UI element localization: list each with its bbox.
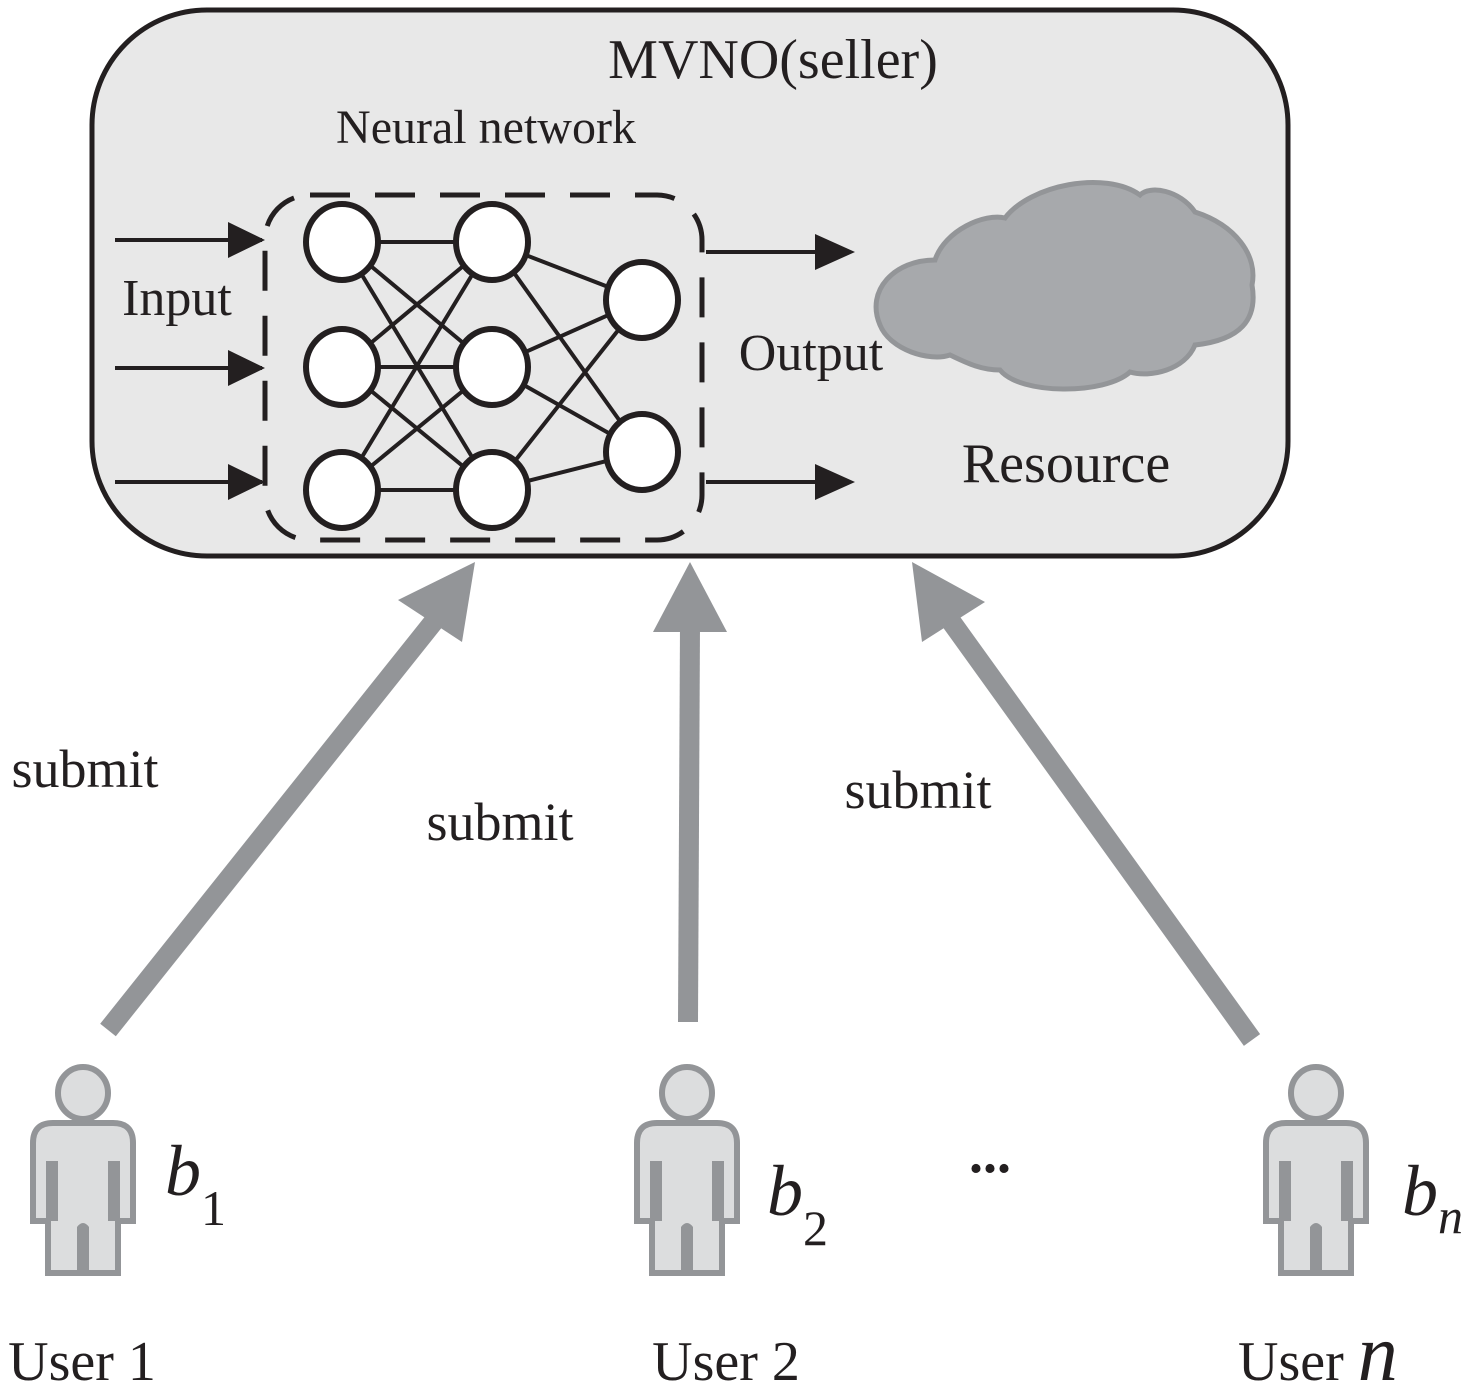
person-head — [659, 1064, 715, 1122]
person-icon — [634, 1064, 740, 1276]
person-leg-gap — [1310, 1223, 1322, 1273]
bid-sub-n: n — [1438, 1188, 1463, 1244]
output-arrowhead-2 — [815, 464, 855, 500]
bid-label-user-2: b2 — [767, 1151, 828, 1256]
person-arm-left — [1279, 1161, 1291, 1221]
submit-arrowhead-user-n — [912, 562, 985, 642]
neuron-node-layer-2 — [453, 201, 531, 283]
input-arrowhead-3 — [228, 464, 265, 500]
person-arm-right — [712, 1161, 724, 1221]
person-head — [55, 1064, 111, 1122]
output-arrows — [706, 234, 855, 500]
neuron-node-layer-2 — [453, 449, 531, 531]
submit-arrow-user-1 — [100, 613, 443, 1037]
person-body — [30, 1120, 136, 1276]
neuron-node-layer-1 — [303, 326, 381, 408]
resource-label: Resource — [962, 433, 1170, 495]
submit-arrow-user-2 — [678, 624, 700, 1023]
person-body — [1263, 1120, 1369, 1276]
submit-arrow-user-n — [941, 614, 1261, 1046]
submit-arrows — [100, 562, 1261, 1046]
network-edge — [490, 298, 644, 492]
network-edge — [340, 240, 494, 492]
input-label: Input — [122, 270, 232, 327]
bid-base-n: b — [1402, 1151, 1438, 1231]
bid-sub-1: 1 — [201, 1180, 226, 1236]
output-arrowhead-1 — [815, 234, 855, 270]
bid-base-1: b — [165, 1131, 201, 1211]
person-icon — [1263, 1064, 1369, 1276]
mvno-title: MVNO(seller) — [608, 29, 938, 91]
submit-label-3: submit — [844, 760, 991, 820]
person-arm-right — [108, 1161, 120, 1221]
users — [30, 1064, 1369, 1276]
bid-label-user-n: bn — [1402, 1151, 1463, 1244]
neural-network-label: Neural network — [336, 101, 636, 154]
user-name-2: User 2 — [652, 1331, 800, 1392]
user-name-1: User 1 — [8, 1331, 156, 1392]
ellipsis: ... — [969, 1123, 1011, 1185]
person-body — [634, 1120, 740, 1276]
person-icon — [30, 1064, 136, 1276]
submit-arrowhead-user-1 — [398, 562, 475, 642]
person-arm-left — [650, 1161, 662, 1221]
output-label: Output — [739, 325, 884, 382]
submit-label-1: submit — [11, 739, 158, 799]
bid-sub-2: 2 — [803, 1200, 828, 1256]
bid-base-2: b — [767, 1151, 803, 1231]
neuron-node-layer-1 — [303, 201, 381, 283]
user-name-n-var: n — [1358, 1310, 1398, 1392]
resource-cloud-icon — [873, 180, 1256, 392]
input-arrows — [115, 222, 265, 500]
person-leg-gap — [77, 1223, 89, 1273]
input-arrowhead-2 — [228, 350, 265, 386]
neuron-node-layer-2 — [453, 326, 531, 408]
neuron-node-layer-3 — [603, 411, 681, 493]
user-name-n: User n — [1238, 1310, 1398, 1392]
submit-label-2: submit — [426, 792, 573, 852]
person-arm-left — [46, 1161, 58, 1221]
mvno-seller-box — [89, 7, 1291, 559]
network-nodes — [303, 201, 681, 531]
neuron-node-layer-1 — [303, 449, 381, 531]
bid-label-user-1: b1 — [165, 1131, 226, 1236]
network-edge — [490, 240, 644, 454]
person-head — [1288, 1064, 1344, 1122]
submit-arrowhead-user-2 — [653, 562, 727, 632]
person-arm-right — [1341, 1161, 1353, 1221]
neuron-node-layer-3 — [603, 259, 681, 341]
person-leg-gap — [681, 1223, 693, 1273]
user-name-n-prefix: User — [1238, 1331, 1358, 1392]
input-arrowhead-1 — [228, 222, 265, 258]
neural-network-box — [262, 192, 705, 543]
